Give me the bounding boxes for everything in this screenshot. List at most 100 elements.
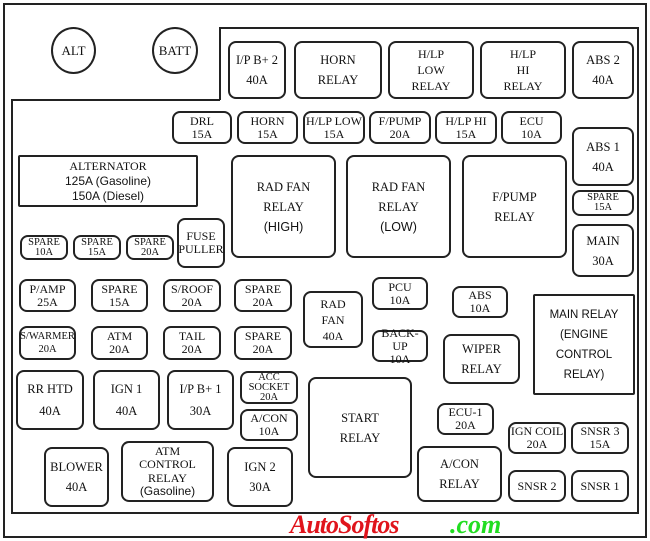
component-label-line: MAIN [586,233,620,248]
component-label-line: 40A [322,328,344,343]
component-label-line: IGN COIL [510,424,564,438]
component-label-line: 15A [593,202,613,213]
component-label-line: (HIGH) [263,219,304,234]
component-label-line: 20A [38,344,57,355]
component-label-line: 40A [115,404,138,418]
component-label-line: S/ROOF [170,281,214,296]
component-label-line: PULLER [178,242,224,256]
component-label-line: SNSR 1 [580,478,620,493]
component-label-line: 125A (Gasoline) [64,173,152,188]
component-label-line: A/CON [440,457,479,471]
component-label-line: RELAY [339,430,381,445]
component-label-line: HI [516,63,530,77]
component-label-line: 20A [252,294,274,309]
component-label-line: FAN [321,312,345,327]
watermark-domain: .com [450,510,502,539]
component-label-line: SPARE [587,192,619,203]
component-label-line: 30A [249,480,271,494]
component-label-line: SNSR 3 [580,424,620,438]
fuse-blower: BLOWER 40A [44,447,109,507]
component-label-line: ATM [154,443,181,458]
component-label-line: IGN 2 [244,460,276,474]
component-label-line: ACC [258,371,280,383]
component-label-line: 15A [109,294,130,309]
component-label-line: ALTERNATOR [69,158,147,173]
fuse-snsr1: SNSR 1 [571,470,629,502]
component-label-line: A/CON [250,411,288,425]
component-label-line: BACK-UP [381,325,419,353]
component-label-line: SNSR 2 [517,478,557,493]
component-label-line: 20A [389,126,411,141]
component-label-line: 40A [592,73,614,87]
component-label-line: RELAY [148,470,187,485]
component-label-line: 30A [189,404,212,418]
component-label-line: RELAY [411,79,451,93]
component-label-line: PCU [388,279,412,294]
component-label-line: S/WARMER [20,331,75,342]
component-label-line: HORN [250,113,285,128]
component-label-line: 40A [246,73,268,87]
component-label-line: 20A [181,294,203,309]
component-label-line: (Gasoline) [139,484,196,498]
component-label-line: 40A [65,480,88,494]
component-label-line: FUSE [186,229,216,243]
watermark-text: AutoSoftos [290,510,399,539]
component-label-line: 20A [455,418,476,432]
component-label-line: 20A [526,437,548,451]
component-label-line: 15A [589,437,611,451]
component-label-line: WIPER [462,342,501,356]
component-label-line: BATT [158,43,192,58]
component-label-line: 15A [257,126,278,141]
component-label-line: 150A (Diesel) [71,188,145,203]
component-label-line: RELAY [317,73,359,87]
component-label-line: BLOWER [50,460,103,474]
component-label-line: SPARE [101,281,138,296]
fuse-main: MAIN 30A [572,224,634,277]
component-label-line: 10A [521,126,542,141]
component-label-line: F/PUMP [378,113,422,128]
component-label-line: ABS 1 [586,139,620,154]
component-label-line: 40A [592,159,614,174]
component-label-line: SPARE [28,236,60,248]
component-label-line: RELAY [378,199,419,214]
component-label-line: 10A [34,246,54,258]
component-label-line: DRL [190,113,214,128]
component-label-line: 10A [389,292,411,307]
component-label-line: SPARE [81,236,113,248]
component-label-line: 15A [191,126,213,141]
fuse-abs1: ABS 1 40A [572,127,634,186]
component-label-line: P/AMP [29,281,66,296]
component-label-line: ALT [61,43,86,58]
component-label-line: 20A [259,391,279,403]
component-label-line: 20A [109,342,130,356]
component-label-line: 30A [592,253,614,268]
fuse-swarmer: S/WARMER 20A [19,326,76,360]
component-label-line: H/LP [417,47,444,61]
